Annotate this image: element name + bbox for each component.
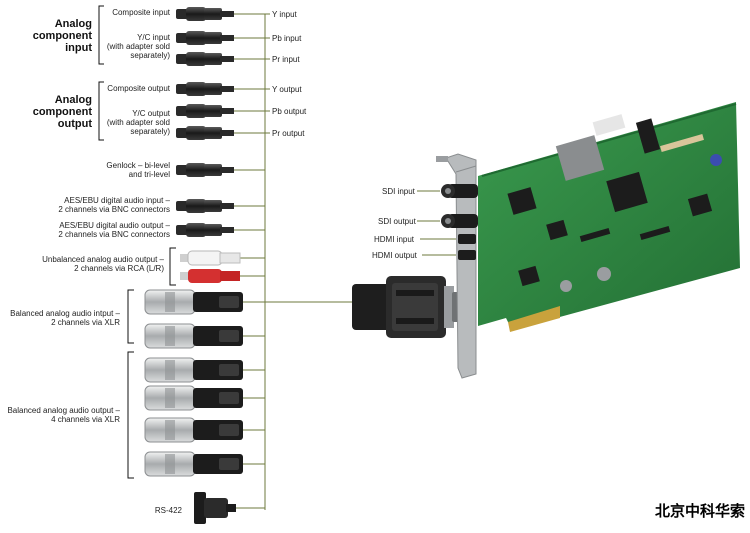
sdi-input-port-icon — [441, 184, 478, 198]
card-bracket — [436, 153, 477, 379]
bnc-connector-icon — [176, 199, 234, 213]
component-label: Pb input — [272, 34, 302, 43]
port-label: SDI input — [382, 187, 416, 196]
port-label: SDI output — [378, 217, 417, 226]
bnc-connector-icon — [176, 7, 234, 21]
connector-label: Unbalanced analog audio output –2 channe… — [42, 255, 164, 273]
rca-white-connector-icon — [180, 250, 241, 266]
connector-label: Composite input — [112, 8, 171, 17]
bnc-connector-icon — [176, 126, 234, 140]
group-title-line: component — [33, 30, 93, 42]
bnc-connector-icon — [176, 104, 234, 118]
xlr-connector-icon — [144, 417, 243, 443]
port-label: HDMI input — [374, 235, 415, 244]
hdmi-output-port-icon — [458, 250, 476, 260]
rca-connectors — [180, 250, 241, 283]
bnc-connector-icon — [176, 52, 234, 66]
component-label: Pb output — [272, 107, 307, 116]
bnc-connector-icon — [176, 82, 234, 96]
connector-label: AES/EBU digital audio input –2 channels … — [58, 196, 170, 214]
pcie-card — [478, 102, 740, 332]
xlr-connector-icon — [144, 323, 243, 349]
component-label: Y input — [272, 10, 298, 19]
breakout-wiring — [234, 13, 360, 510]
sdi-output-port-icon — [441, 214, 478, 228]
watermark-text: 北京中科华索 — [655, 502, 745, 520]
group-title-line: Analog — [55, 94, 92, 106]
card-port-labels: SDI input SDI output HDMI input HDMI out… — [372, 187, 456, 260]
bnc-connector-icon — [176, 223, 234, 237]
xlr-connector-icon — [144, 451, 243, 477]
connector-label: RS-422 — [155, 506, 183, 515]
bnc-connectors — [176, 7, 234, 237]
xlr-connector-icon — [144, 357, 243, 383]
rs422-connector-icon — [194, 492, 236, 524]
port-label: HDMI output — [372, 251, 418, 260]
group-title-line: input — [65, 42, 92, 54]
component-label: Pr input — [272, 55, 300, 64]
card-ports — [441, 184, 478, 260]
hdmi-input-port-icon — [458, 234, 476, 244]
connector-label: Balanced analog audio intput –2 channels… — [10, 309, 120, 327]
connector-label: Balanced analog audio output –4 channels… — [7, 406, 120, 424]
group-bracket — [127, 351, 134, 479]
breakout-plug-icon — [352, 276, 460, 338]
rca-red-connector-icon — [180, 269, 240, 283]
group-bracket — [169, 247, 176, 286]
component-label: Pr output — [272, 129, 305, 138]
bnc-connector-icon — [176, 163, 234, 177]
group-bracket — [98, 81, 104, 141]
group-title-line: Analog — [55, 18, 92, 30]
xlr-connector-icon — [144, 289, 243, 315]
connector-label: Composite output — [107, 84, 170, 93]
group-bracket — [127, 289, 134, 344]
bnc-connector-icon — [176, 31, 234, 45]
component-label: Y output — [272, 85, 302, 94]
xlr-connector-icon — [144, 385, 243, 411]
group-bracket — [98, 5, 104, 65]
group-title-line: output — [58, 118, 93, 130]
connector-label: AES/EBU digital audio output –2 channels… — [58, 221, 170, 239]
xlr-connectors — [144, 289, 243, 477]
group-title-line: component — [33, 106, 93, 118]
